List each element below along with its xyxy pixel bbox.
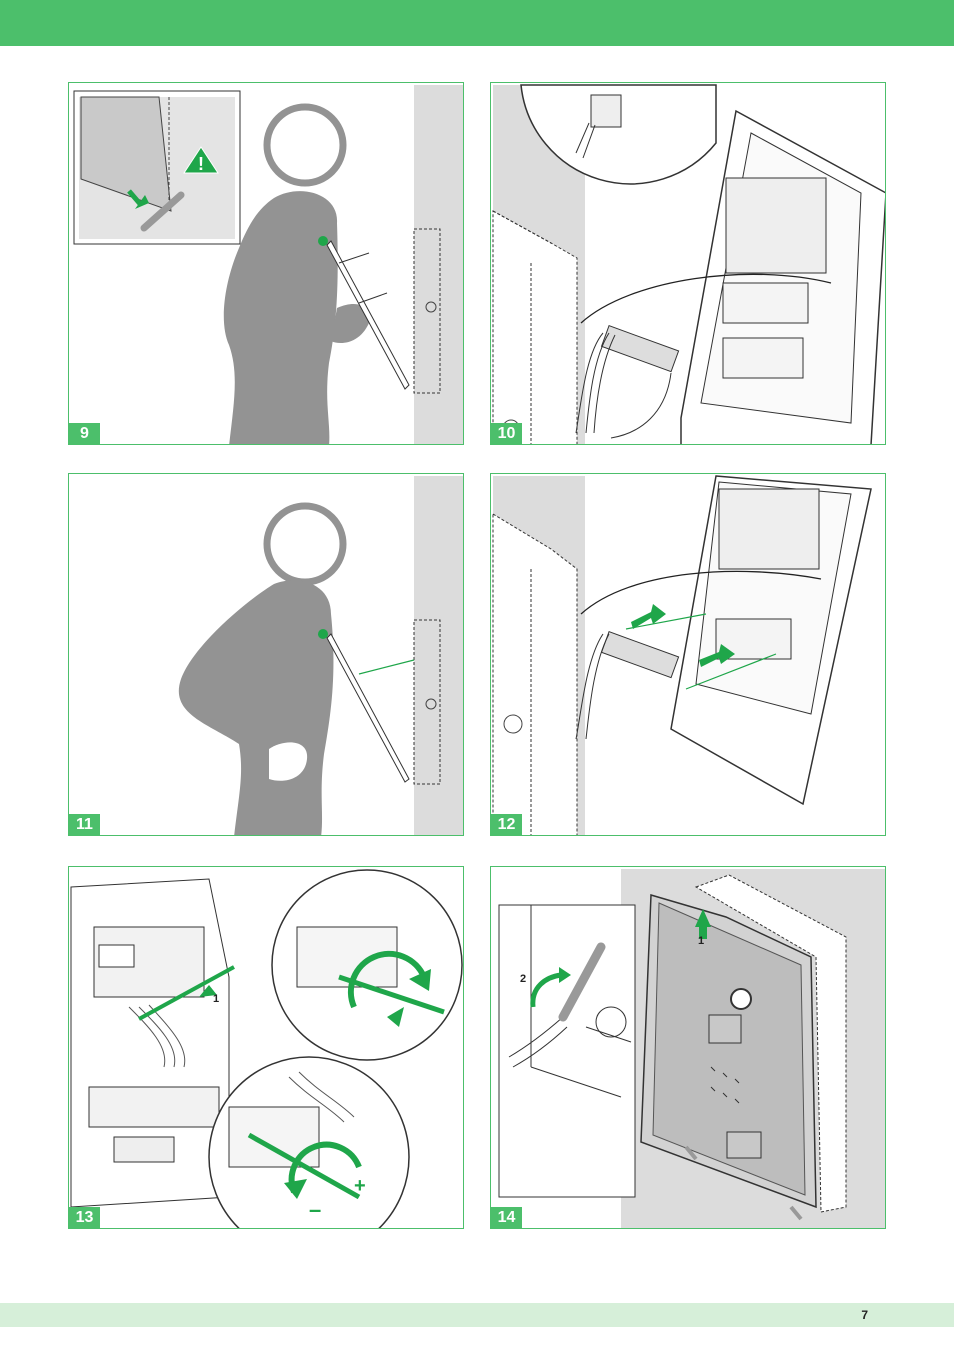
step-11-panel: 11 (68, 473, 464, 836)
step-10-number: 10 (491, 423, 522, 444)
step-14-callout-2: 2 (520, 973, 526, 985)
step-14-illustration (491, 867, 886, 1229)
step-13-panel: + – 1 13 (68, 866, 464, 1229)
step-9-panel: ! 9 (68, 82, 464, 445)
step-12-panel: 12 (490, 473, 886, 836)
step-13-illustration: + – (69, 867, 464, 1229)
step-14-callout-1: 1 (698, 935, 704, 947)
step-13-number: 13 (69, 1207, 100, 1228)
step-14-panel: 1 2 14 (490, 866, 886, 1229)
step-10-illustration (491, 83, 886, 445)
svg-text:–: – (309, 1197, 321, 1222)
svg-text:!: ! (198, 154, 204, 174)
step-11-number: 11 (69, 814, 100, 835)
svg-text:+: + (354, 1175, 366, 1197)
step-13-callout-1: 1 (213, 993, 219, 1005)
step-10-panel: 10 (490, 82, 886, 445)
step-9-illustration: ! (69, 83, 464, 445)
step-9-number: 9 (69, 423, 100, 444)
footer-band (0, 1303, 954, 1327)
step-12-number: 12 (491, 814, 522, 835)
step-12-illustration (491, 474, 886, 836)
header-band (0, 0, 954, 46)
step-14-number: 14 (491, 1207, 522, 1228)
page-number: 7 (861, 1308, 868, 1322)
step-11-illustration (69, 474, 464, 836)
